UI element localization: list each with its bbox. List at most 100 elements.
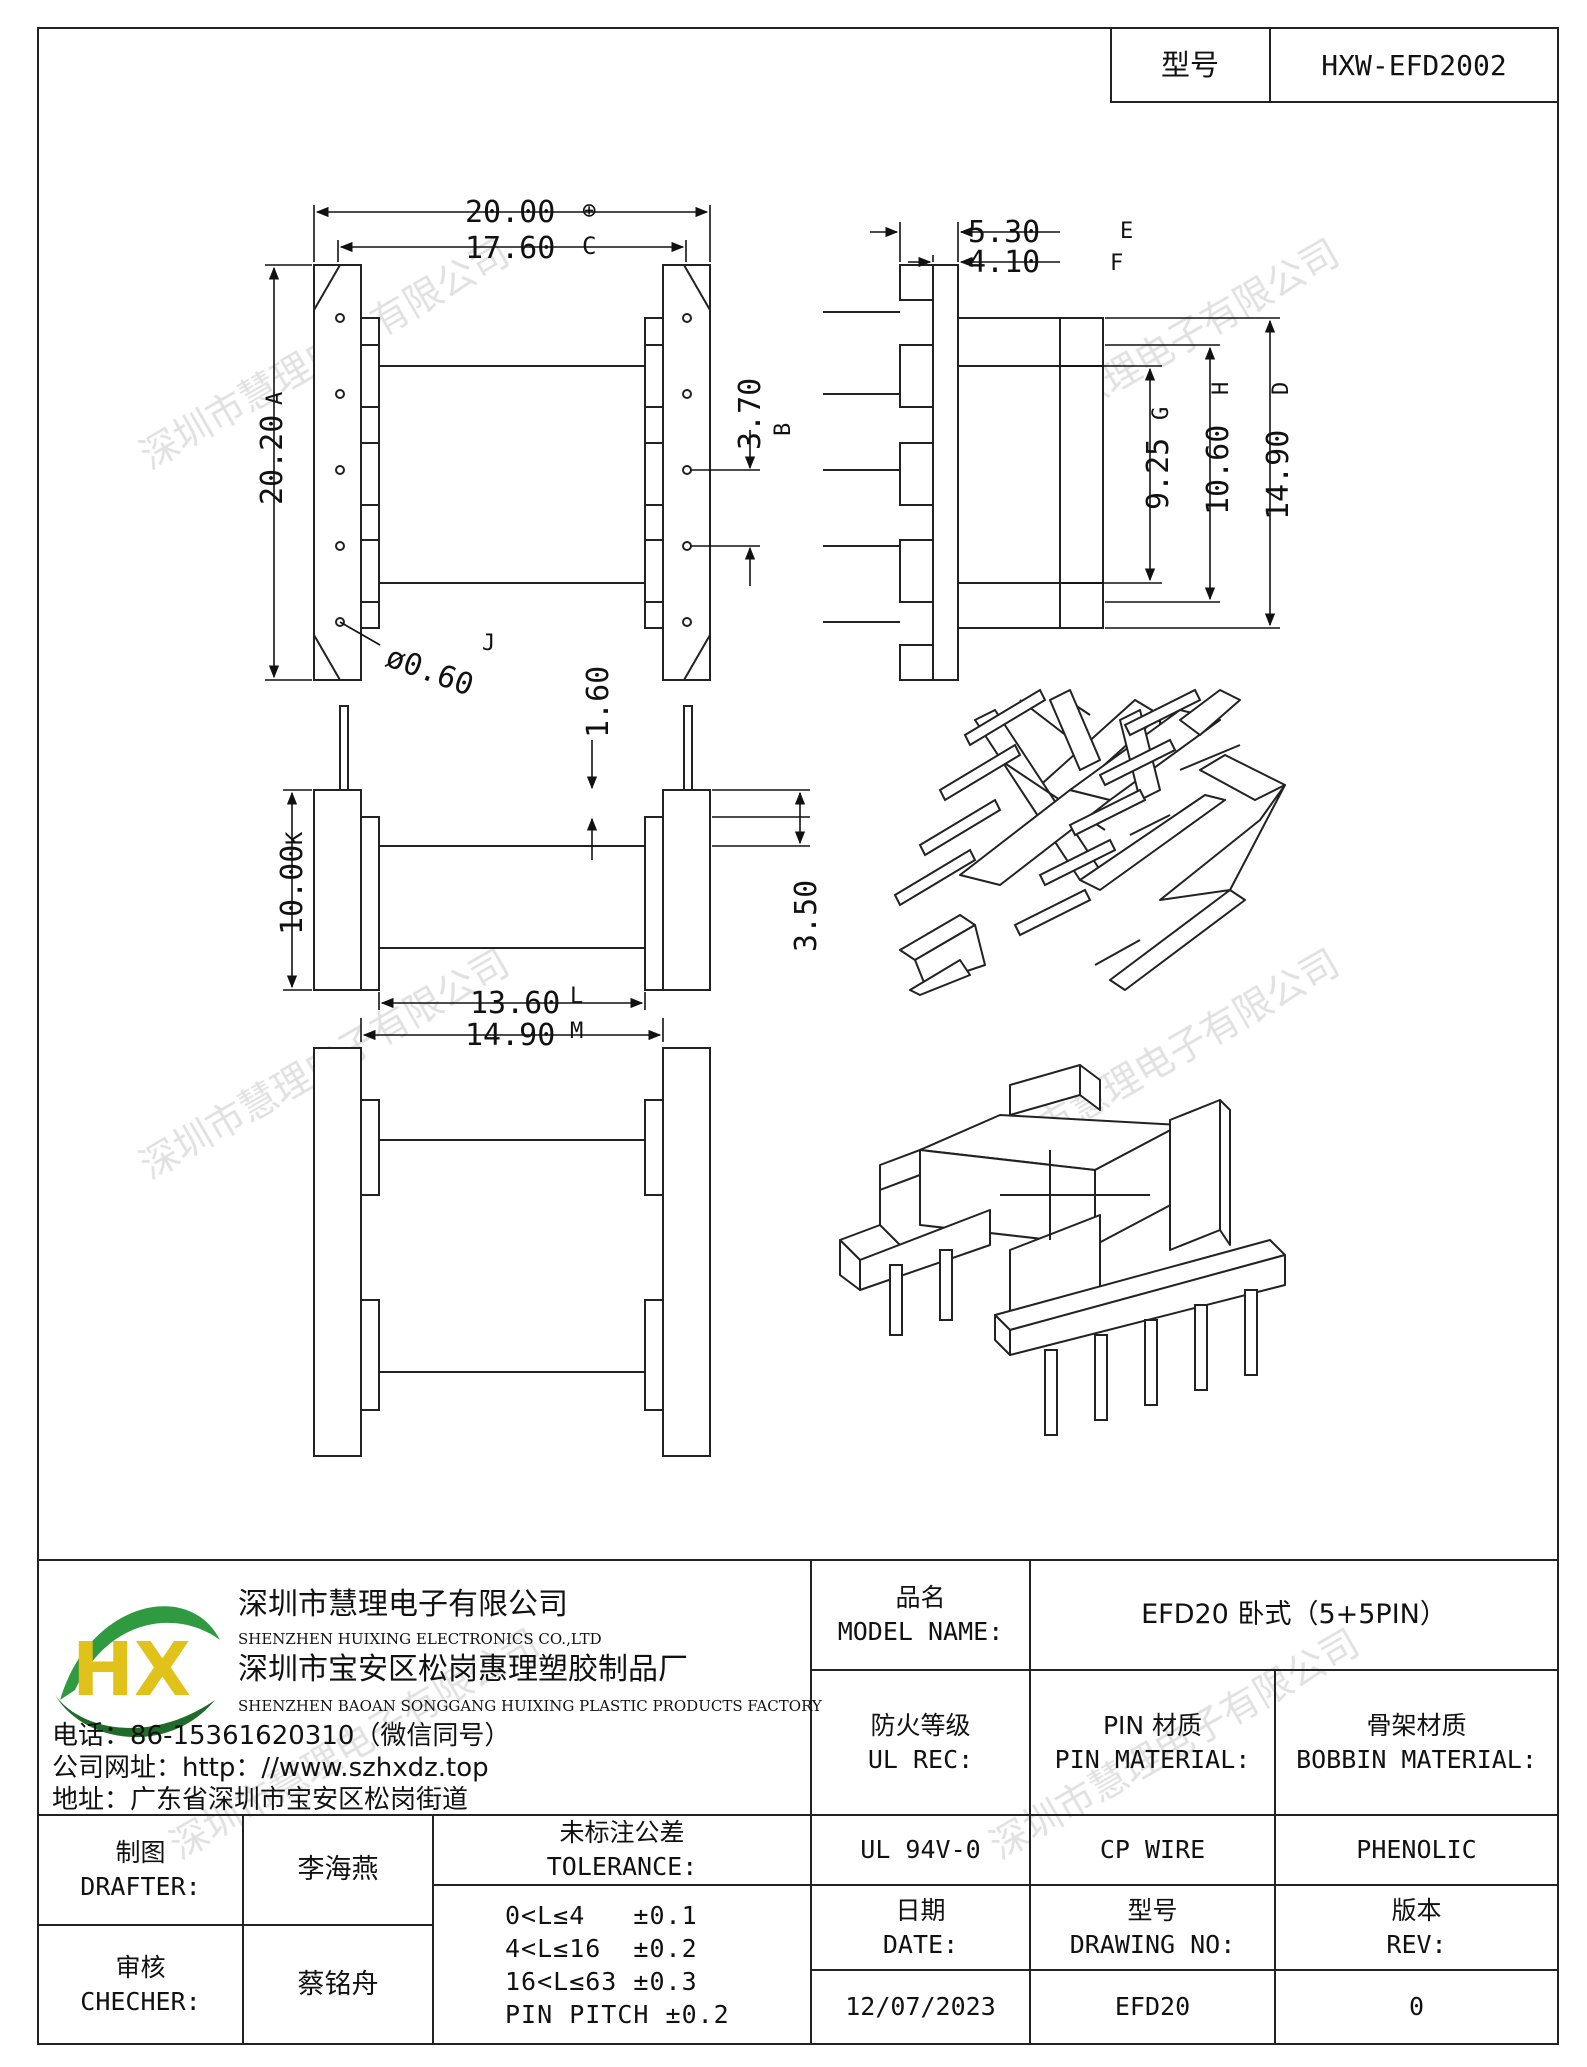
bottom-view [313,1047,711,1457]
dim-side-outer-width-mark: M [570,1019,583,1044]
dim-side-inner-width: 13.60 [470,986,560,1021]
tolerance-label-en: TOLERANCE: [546,1852,698,1881]
model-name-label-en: MODEL NAME: [837,1617,1004,1646]
ul-rec-label: 防火等级 UL REC: [811,1670,1030,1815]
dim-side-height-mark: K [283,831,308,845]
date-label-en: DATE: [882,1929,959,1959]
side-view-dim-text: 1.60 10.00 K 3.50 13.60 L 14.90 M [275,666,824,1053]
tolerance-line-2: 4<L≤16 ±0.2 [505,1933,698,1963]
right-view-dims [870,222,1280,629]
dim-right-core-outer: 14.90 [1261,430,1296,520]
dim-right-core-inner: 9.25 [1141,438,1176,510]
drawing-no-value: EFD20 [1114,1992,1191,2021]
top-view-dims [265,205,760,681]
dim-top-overall-width-mark: ⊕ [582,196,596,224]
company-name-en: SHENZHEN HUIXING ELECTRONICS CO.,LTD [238,1630,602,1648]
dim-right-core-mid: 10.60 [1201,425,1236,515]
model-name-label: 品名 MODEL NAME: [811,1560,1030,1670]
header-model-value: HXW-EFD2002 [1321,49,1506,82]
dim-top-inner-width-mark: C [582,232,596,260]
dim-right-flange-mark: F [1110,251,1123,276]
iso-view-2 [839,1064,1286,1356]
drawing-no-label-en: DRAWING NO: [1069,1929,1236,1959]
ul-rec-value: UL 94V-0 [860,1835,981,1864]
right-view-dim-text: 5.30 E 4.10 F 9.25 G 10.60 H 14.90 D [968,215,1296,520]
rev-label: 版本 REV: [1275,1885,1558,1970]
drawing-border [37,27,1559,2045]
dim-top-inner-width: 17.60 [465,231,555,266]
model-name-label-cn: 品名 [895,1583,946,1612]
tolerance-line-4: PIN PITCH ±0.2 [505,1999,730,2029]
date-label-cn: 日期 [895,1895,946,1925]
ul-rec-label-cn: 防火等级 [870,1710,971,1740]
tolerance-values: 0<L≤4 ±0.1 4<L≤16 ±0.2 16<L≤63 ±0.3 PIN … [433,1885,811,2044]
rev-value: 0 [1408,1992,1425,2021]
ul-rec-label-en: UL REC: [867,1744,974,1774]
drawing-no-label-cn: 型号 [1127,1895,1178,1925]
right-view [823,264,1104,681]
iso-view-1 [899,689,1286,996]
top-view [313,264,711,681]
side-view [313,705,711,991]
dim-right-pin-offset-mark: E [1120,219,1133,244]
dim-hole-dia-mark: J [482,631,495,656]
dim-side-inner-width-mark: L [570,984,583,1009]
date-value: 12/07/2023 [845,1992,996,2021]
dim-right-core-outer-mark: D [1269,382,1294,395]
company-name-cn: 深圳市慧理电子有限公司 [238,1587,568,1622]
iso-view-1-pins [893,688,1202,937]
dim-pin-pitch: 3.70 [733,378,768,450]
header-model-box [1110,27,1559,103]
dim-pin-pitch-mark: B [771,423,796,436]
dim-right-flange: 4.10 [968,245,1040,280]
drafter-label: 制图 DRAFTER: [38,1815,243,1925]
factory-name-en: SHENZHEN BAOAN SONGGANG HUIXING PLASTIC … [238,1697,822,1715]
bobbin-material-value: PHENOLIC [1356,1835,1477,1864]
rev-label-en: REV: [1386,1929,1447,1959]
drafter-value: 李海燕 [297,1854,379,1885]
dim-hole-dia: ø0.60 [381,640,478,704]
checker-value: 蔡铭舟 [297,1968,379,2000]
pin-material-label: PIN 材质 PIN MATERIAL: [1030,1670,1275,1815]
factory-name-cn: 深圳市宝安区松岗惠理塑胶制品厂 [238,1652,688,1687]
tolerance-line-1: 0<L≤4 ±0.1 [505,1900,698,1930]
bobbin-material-label-cn: 骨架材质 [1366,1710,1467,1740]
dim-top-height: 20.20 [255,415,290,505]
company-address: 地址：广东省深圳市宝安区松岗街道 [52,1785,469,1815]
dim-side-height: 10.00 [275,845,310,935]
company-logo: HX [55,1606,220,1738]
logo-text: HX [72,1627,191,1713]
dim-right-core-inner-mark: G [1149,407,1174,420]
company-phone: 电话：86-15361620310（微信同号） [52,1721,511,1751]
dim-side-flange: 1.60 [581,666,616,738]
checker-label: 审核 CHECHER: [38,1925,243,2044]
side-view-dims [283,740,810,1042]
titleblock-grid [38,1559,1558,2044]
pin-material-label-cn: PIN 材质 [1102,1710,1203,1740]
header-model-label: 型号 [1161,48,1219,82]
checker-label-cn: 审核 [115,1952,166,1982]
dim-top-overall-width: 20.00 [465,195,555,230]
model-name-value: EFD20 卧式（5+5PIN） [1141,1599,1447,1630]
drafter-label-cn: 制图 [115,1838,166,1867]
dim-top-height-mark: A [263,392,288,405]
dim-right-pin-offset: 5.30 [968,215,1040,250]
drafter-label-en: DRAFTER: [80,1872,201,1901]
dim-side-outer-width: 14.90 [465,1018,555,1053]
tolerance-label: 未标注公差 TOLERANCE: [433,1815,811,1885]
dim-right-core-mid-mark: H [1209,382,1234,395]
pin-material-label-en: PIN MATERIAL: [1054,1744,1251,1774]
dim-side-ledge: 3.50 [789,880,824,952]
tolerance-line-3: 16<L≤63 ±0.3 [505,1966,698,1996]
bobbin-material-label-en: BOBBIN MATERIAL: [1296,1744,1537,1774]
tolerance-label-cn: 未标注公差 [559,1818,685,1847]
company-website: 公司网址：http：//www.szhxdz.top [52,1753,489,1783]
bobbin-material-label: 骨架材质 BOBBIN MATERIAL: [1275,1670,1558,1815]
iso-view-2-pins [889,1249,1258,1436]
rev-label-cn: 版本 [1391,1895,1442,1925]
checker-label-en: CHECHER: [80,1986,201,2016]
date-label: 日期 DATE: [811,1885,1030,1970]
pin-material-value: CP WIRE [1099,1835,1206,1864]
drawing-no-label: 型号 DRAWING NO: [1030,1885,1275,1970]
